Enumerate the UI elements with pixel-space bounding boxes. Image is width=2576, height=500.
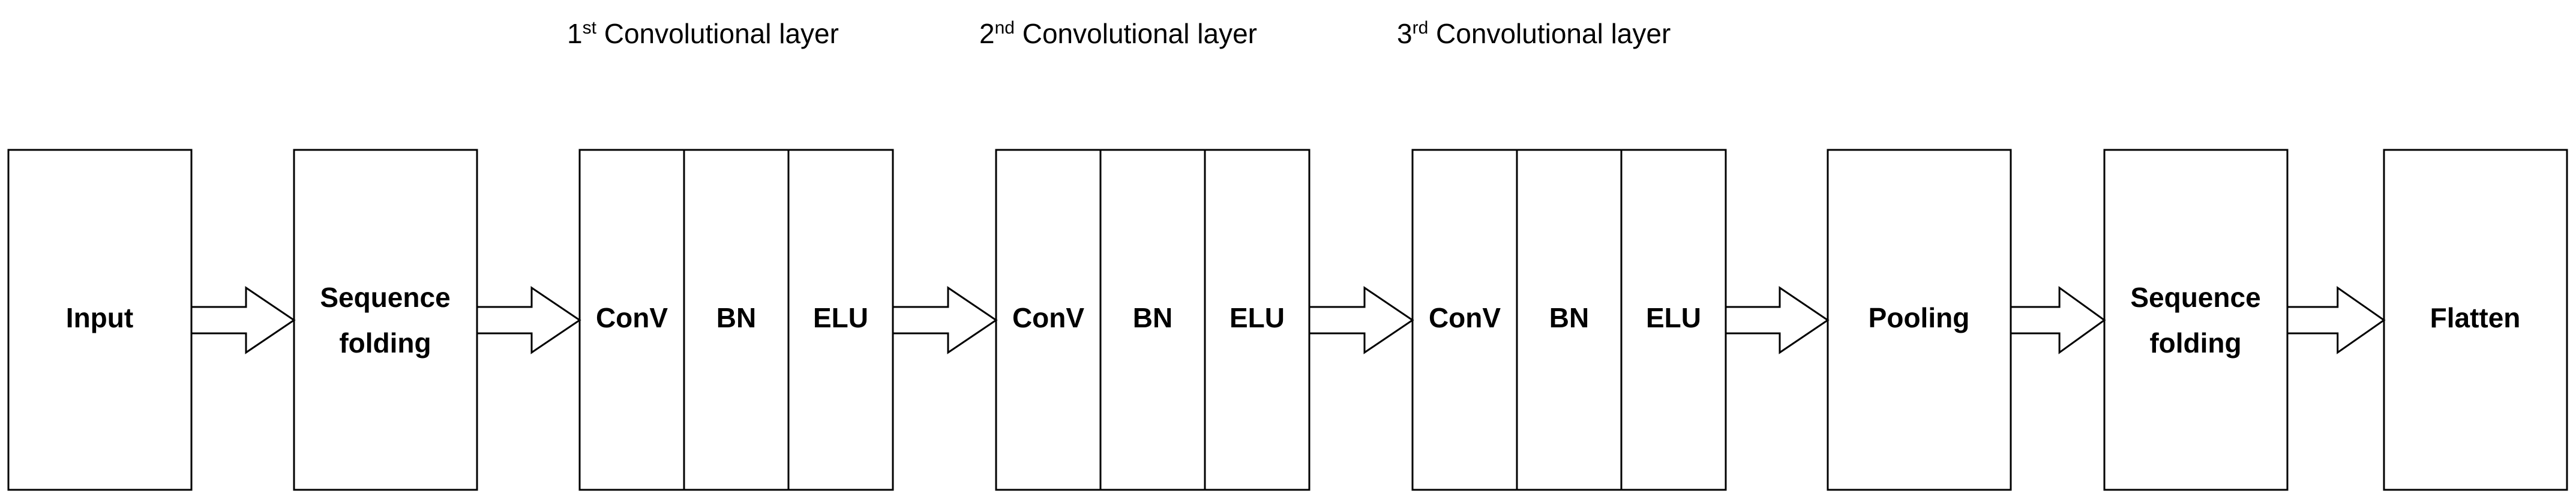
layer-title-2: 2nd Convolutional layer	[979, 18, 1257, 49]
layer-title-1: 1st Convolutional layer	[567, 18, 839, 49]
bn-label: BN	[716, 302, 756, 333]
sequence-folding-label-line1: Sequence	[2130, 282, 2260, 313]
conv-layer-3: ConV BN ELU	[1411, 149, 1727, 491]
pooling-label: Pooling	[1869, 302, 1970, 333]
flow-arrow-1	[190, 286, 296, 354]
elu-label: ELU	[1646, 302, 1701, 333]
flatten-block: Flatten	[2383, 149, 2568, 491]
sequence-folding-label-line2: folding	[2149, 327, 2241, 359]
conv-label: ConV	[596, 302, 668, 333]
sequence-folding-block-2: Sequence folding	[2103, 149, 2289, 491]
conv-label: ConV	[1012, 302, 1084, 333]
flow-arrow-7	[2286, 286, 2386, 354]
conv-layer-1: ConV BN ELU	[578, 149, 894, 491]
flow-arrows	[190, 286, 2386, 354]
conv-layer-2: ConV BN ELU	[995, 149, 1311, 491]
conv-label: ConV	[1429, 302, 1501, 333]
flatten-label: Flatten	[2430, 302, 2521, 333]
flow-arrow-5	[1725, 286, 1830, 354]
pooling-block: Pooling	[1827, 149, 2012, 491]
layer-title-3: 3rd Convolutional layer	[1397, 18, 1671, 49]
flow-arrow-4	[1308, 286, 1414, 354]
sequence-folding-label-line2: folding	[339, 327, 431, 359]
bn-label: BN	[1549, 302, 1589, 333]
flow-arrow-3	[892, 286, 998, 354]
sequence-folding-block-1: Sequence folding	[293, 149, 478, 491]
elu-label: ELU	[1229, 302, 1285, 333]
bn-label: BN	[1133, 302, 1172, 333]
input-block: Input	[7, 149, 193, 491]
input-label: Input	[66, 302, 133, 333]
flow-arrow-6	[2010, 286, 2106, 354]
elu-label: ELU	[813, 302, 868, 333]
flow-arrow-2	[476, 286, 581, 354]
sequence-folding-label-line1: Sequence	[320, 282, 450, 313]
